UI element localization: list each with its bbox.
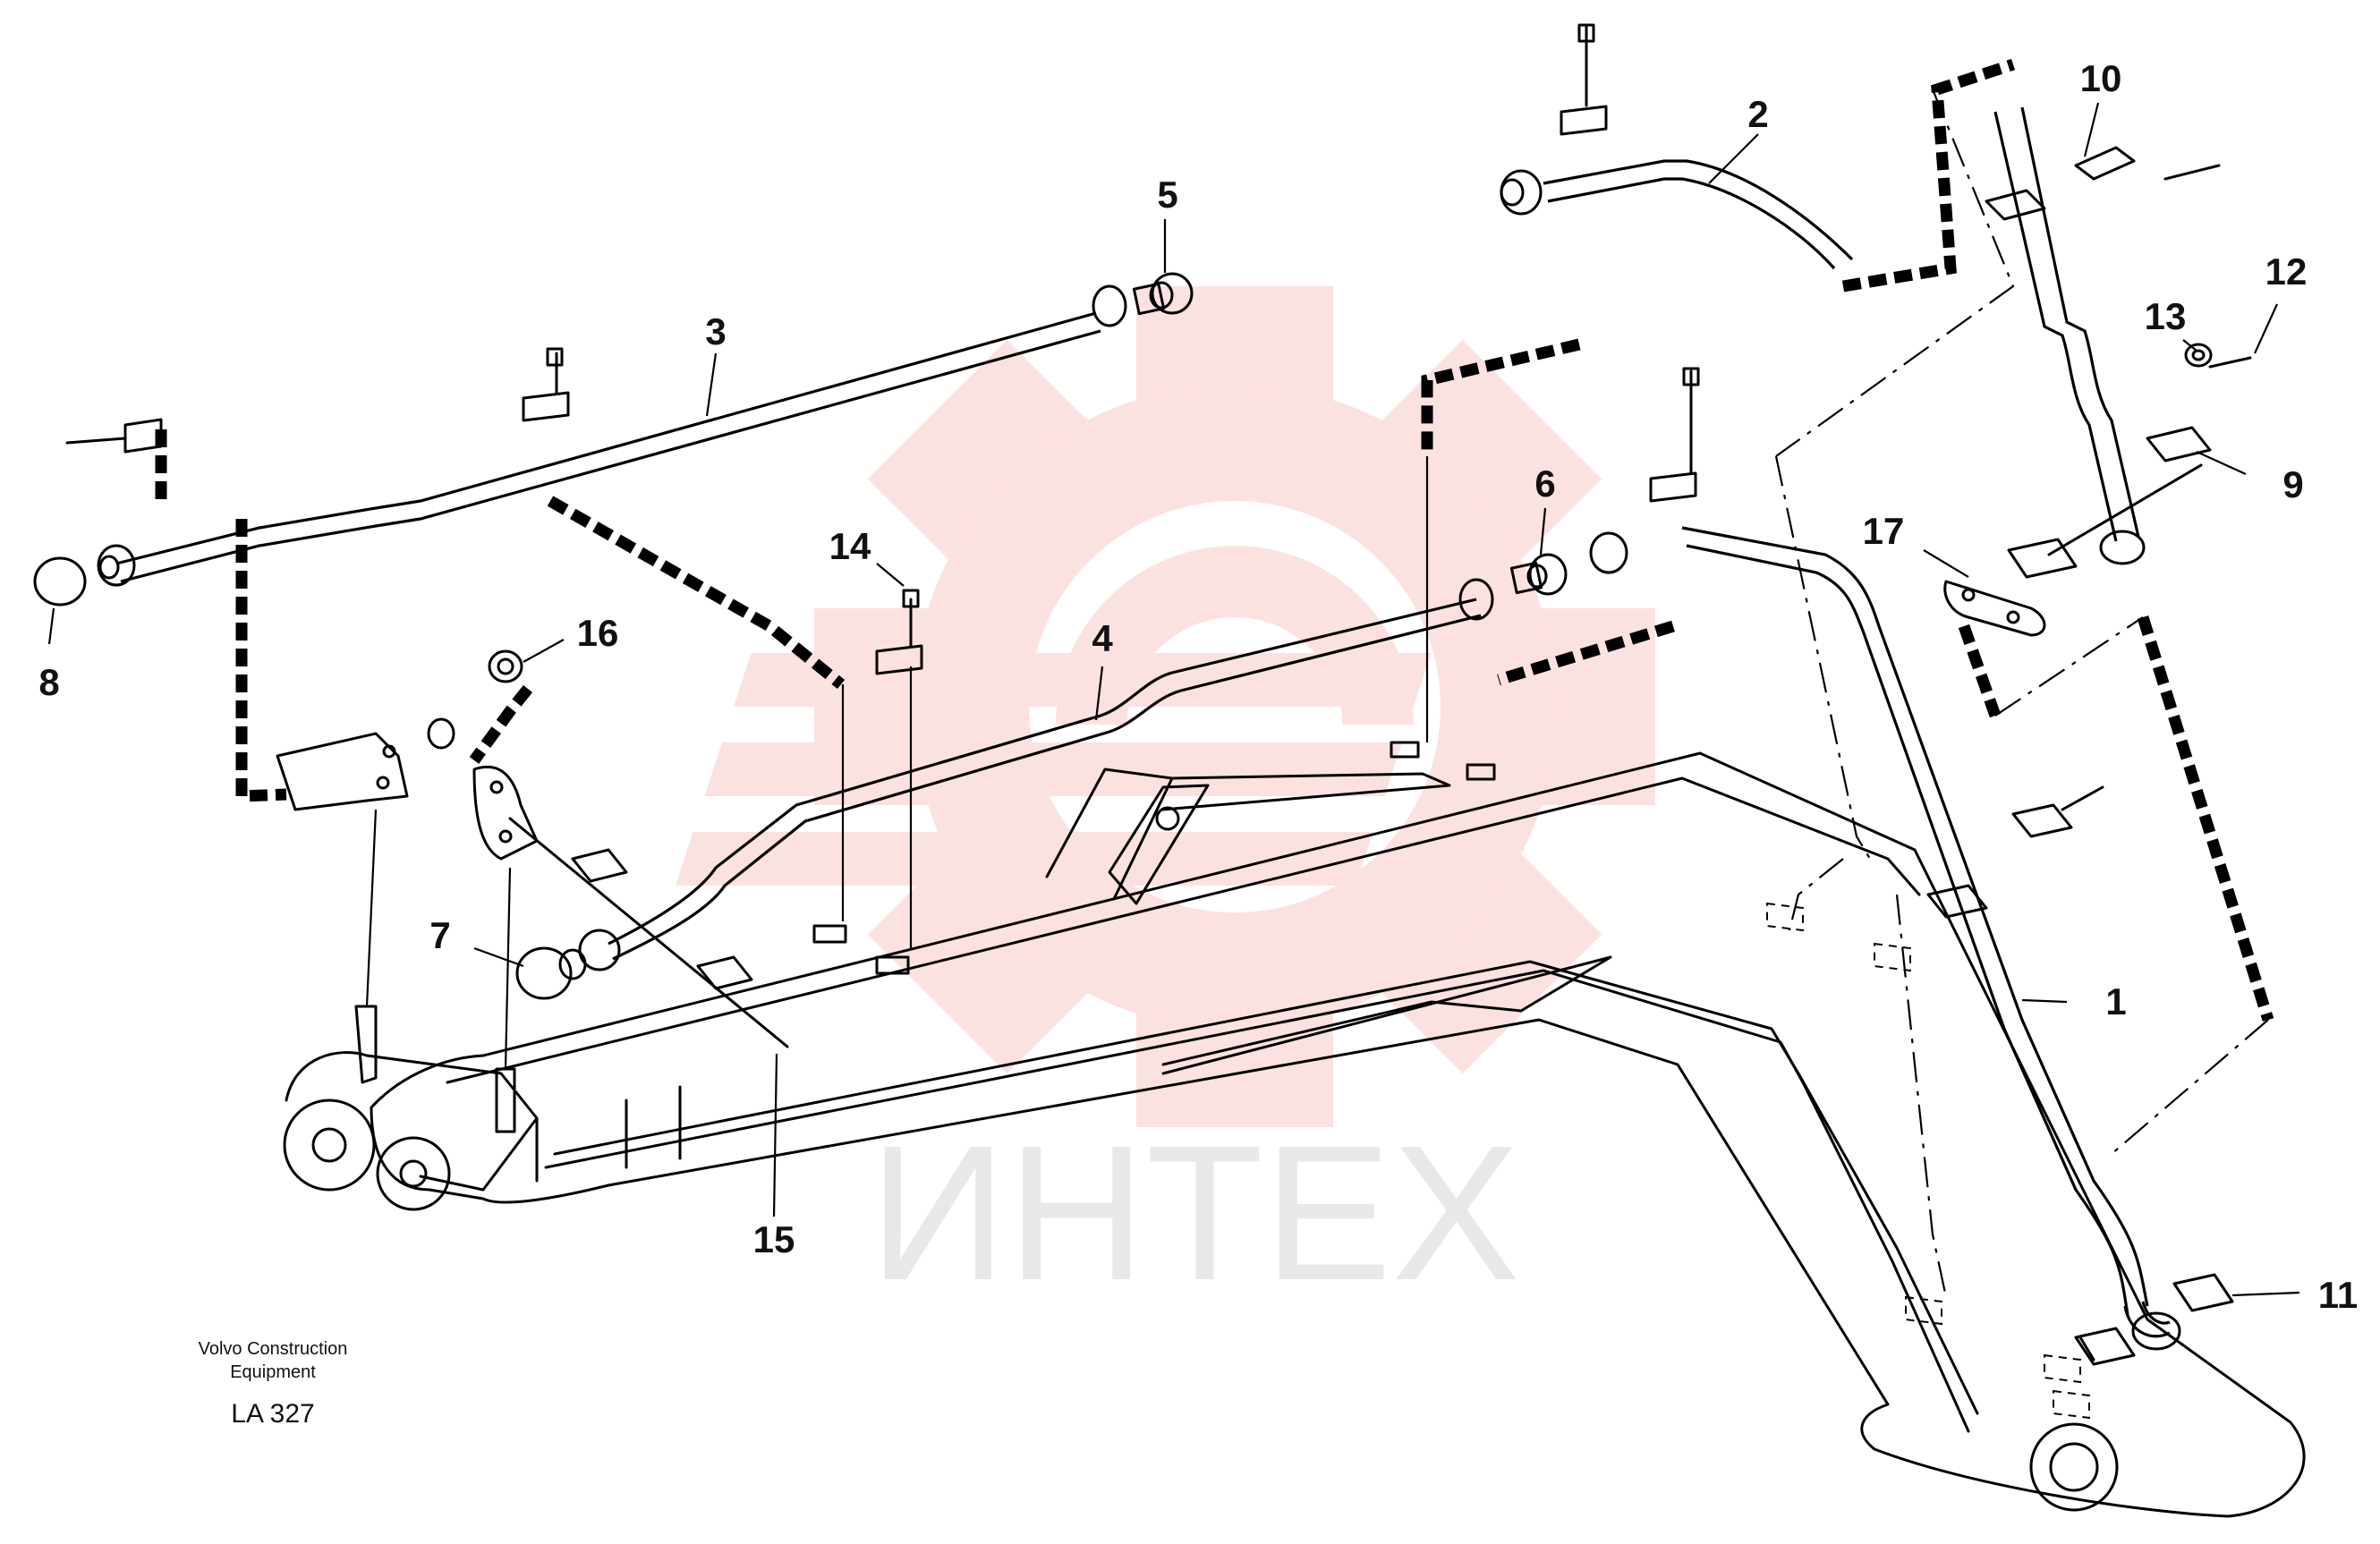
clamp-14 [875, 589, 923, 675]
pipe-3-end-nut [1092, 284, 1127, 327]
cylinder-bracket-pin [1155, 806, 1180, 831]
bracket-15-stem [504, 867, 512, 1070]
flange-17 [1943, 580, 2046, 637]
fittings [33, 272, 2213, 1000]
pad-c [1390, 741, 1420, 759]
nut-16 [488, 649, 523, 683]
pipe-2 [1543, 159, 1854, 270]
callout-11: 11 [2318, 1274, 2358, 1316]
boom-nose-pin-hole [2029, 1422, 2119, 1512]
manufacturer-line-2: Equipment [230, 1362, 316, 1382]
plug-7 [515, 929, 621, 1000]
clamp-10 [1985, 146, 2221, 221]
plug-8 [33, 544, 136, 607]
pipe-4-nut-lower [1458, 578, 1494, 621]
pad-b [875, 955, 910, 975]
callouts: 1 2 3 4 5 6 7 8 9 10 11 12 13 14 15 16 1… [38, 57, 2358, 1316]
callout-10: 10 [2080, 57, 2122, 99]
hidden-clamp-d [2044, 1353, 2081, 1384]
pipe-1-end-cap [2131, 1311, 2181, 1351]
watermark-gear-logo [676, 286, 1655, 1127]
watermark-text: ИНТЕХ [869, 1105, 1520, 1320]
chain-top [1775, 89, 2015, 457]
pipes [115, 106, 2181, 1351]
dash-top-right [1841, 58, 2016, 293]
drawing-code: LA 327 [231, 1399, 314, 1429]
boom-side-panel-inner [553, 960, 1979, 1415]
clamp-lower-right [1926, 785, 2234, 1366]
clamps [65, 23, 2252, 1366]
reference-lines [155, 58, 2274, 1298]
boom-foot-pin-bore-left [311, 1127, 347, 1163]
cylinder-bracket [1045, 768, 1210, 905]
coupling-6 [1509, 553, 1568, 596]
pipe-3 [115, 311, 1101, 583]
boom-upper-edge [446, 776, 1921, 1084]
callout-16: 16 [577, 612, 619, 654]
clamp-top-pipe2 [1560, 23, 1608, 136]
dash-clamp-pipe2 [1421, 338, 1581, 456]
dash-left-vertical [235, 519, 287, 802]
dash-right [2137, 615, 2274, 1022]
hidden-clamp-e [2053, 1389, 2090, 1420]
callout-9: 9 [2282, 463, 2303, 505]
boom-web-ridge [1161, 955, 1612, 1075]
chain-boom [1774, 455, 1871, 860]
callout-13: 13 [2145, 295, 2187, 337]
dash-pipe4-clamp [1497, 620, 1675, 686]
chain-bottom [1895, 894, 1948, 1298]
callout-5: 5 [1157, 174, 1177, 216]
callout-17: 17 [1863, 510, 1905, 552]
dash-flange-17 [1958, 624, 2002, 718]
clamp-9 [2007, 356, 2252, 579]
pad-d [1466, 763, 1496, 781]
washer-13 [2184, 343, 2213, 368]
boom [283, 751, 2306, 1518]
pipe-9-end-cap [2099, 530, 2146, 565]
boom-outline [370, 751, 2306, 1518]
pipe-4-nut-upper [1589, 531, 1628, 574]
boom-foot-bracket [285, 1051, 539, 1192]
callout-3: 3 [705, 310, 726, 352]
chain-left-ref [1788, 858, 1844, 931]
clamp-pipe8 [65, 418, 163, 454]
callout-4: 4 [1092, 617, 1113, 659]
callout-leaders [47, 102, 2300, 1297]
drawing-footer: Volvo Construction Equipment LA 327 [199, 1339, 348, 1429]
callout-7: 7 [429, 914, 450, 956]
clamp-pipe3 [522, 347, 570, 422]
pad-a [812, 924, 847, 944]
pipe-2-nut-bore [1500, 178, 1525, 207]
callout-15: 15 [753, 1218, 795, 1260]
clamp-pipe4 [1649, 367, 1700, 503]
hidden-clamp-b [1874, 942, 1911, 972]
callout-14: 14 [829, 525, 871, 567]
manufacturer-line-1: Volvo Construction [199, 1339, 348, 1359]
pipe-9-segment [1993, 106, 2140, 542]
chain-right [1994, 616, 2269, 1155]
callout-12: 12 [2265, 250, 2308, 293]
callout-2: 2 [1747, 93, 1768, 135]
bracket-left-stem [365, 809, 378, 1007]
callout-6: 6 [1534, 462, 1555, 505]
watermark: ИНТЕХ [676, 286, 1655, 1320]
boom-foot-pin-hole-right [376, 1136, 451, 1211]
hidden-clamp-c [1905, 1295, 1942, 1326]
dash-16 [469, 684, 533, 764]
pipe-1 [1681, 526, 2149, 1316]
pipe-1-elbow [2123, 1301, 2171, 1338]
boom-foot-pin-hole-left [283, 1099, 376, 1192]
pipe-2-nut [1500, 169, 1543, 216]
callout-1: 1 [2105, 980, 2126, 1022]
dash-pipe3-to-clamp14 [547, 496, 846, 690]
cylinder-bracket-lug [1161, 772, 1451, 811]
boom-nose-pin-bore [2049, 1442, 2099, 1492]
bracket-15 [472, 765, 789, 1133]
coupling-5 [1132, 272, 1194, 316]
bracket-left [276, 717, 455, 1084]
hidden-clamp-a [1766, 902, 1804, 932]
callout-8: 8 [38, 661, 59, 703]
boom-foot-pin-bore-right [399, 1159, 428, 1188]
